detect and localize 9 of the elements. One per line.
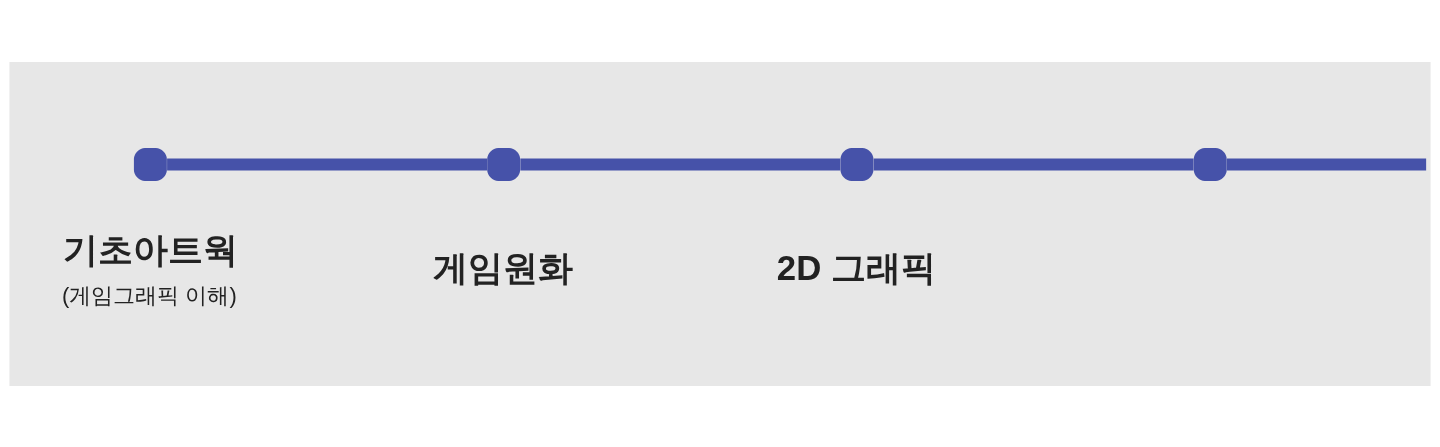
- connector: [1227, 158, 1427, 170]
- node-label: (게임그래픽 이해): [62, 282, 237, 308]
- connector: [167, 158, 487, 170]
- node-label: 게임원화: [433, 248, 574, 287]
- connector: [520, 158, 841, 170]
- node-label: 기초아트웍: [62, 230, 238, 269]
- connector: [873, 158, 1194, 170]
- node-label: 2D 그래픽: [776, 248, 936, 287]
- node-circle: [1193, 147, 1227, 181]
